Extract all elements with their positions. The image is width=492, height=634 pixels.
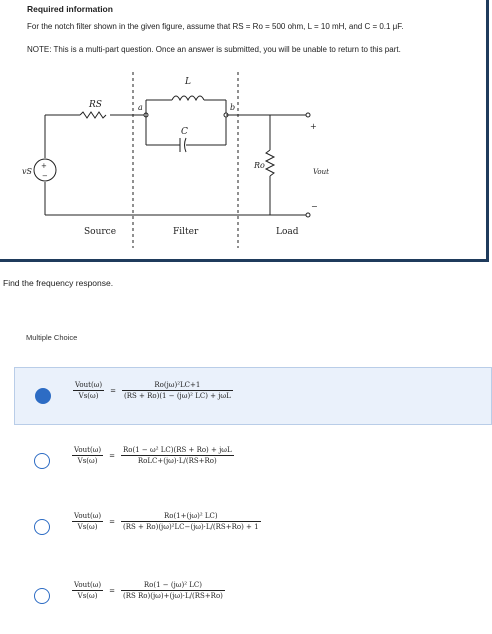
choice-2-equation: Vout(ω)Vs(ω)=Ro(1 − ω² LC)(RS + Ro) + jω… (72, 446, 234, 465)
radio-button-selected[interactable] (35, 388, 51, 404)
terminal-plus (305, 112, 311, 118)
choice-3[interactable]: Vout(ω)Vs(ω)=Ro(1+(jω)² LC)(RS + Ro)(jω)… (0, 508, 492, 566)
node-b-label: b (230, 103, 235, 112)
c-label: C (181, 127, 188, 137)
source-plus-sign: + (41, 162, 47, 170)
required-info-title: Required information (27, 4, 113, 14)
output-plus-sign: + (310, 122, 317, 131)
choice-1[interactable]: Vout(ω)Vs(ω)=Ro(jω)²LC+1(RS + Ro)(1 − (j… (14, 367, 492, 425)
rs-resistor (79, 111, 107, 119)
note-text: NOTE: This is a multi-part question. Onc… (27, 45, 401, 54)
question-text: Find the frequency response. (3, 278, 114, 288)
filter-label: Filter (173, 227, 199, 237)
rs-label: RS (88, 100, 102, 110)
vs-label: vS (22, 167, 33, 176)
output-minus-sign: − (311, 202, 318, 211)
choice-1-equation: Vout(ω)Vs(ω)=Ro(jω)²LC+1(RS + Ro)(1 − (j… (73, 381, 233, 400)
choice-2[interactable]: Vout(ω)Vs(ω)=Ro(1 − ω² LC)(RS + Ro) + jω… (0, 440, 492, 498)
radio-button[interactable] (34, 588, 50, 604)
source-minus-sign: − (42, 172, 48, 180)
load-label: Load (276, 227, 299, 237)
source-label: Source (84, 227, 116, 237)
notch-filter-circuit: RS a L C b Ro vS + − + − Vout Source Fil… (22, 72, 329, 248)
voltage-source (33, 158, 57, 182)
l-label: L (184, 77, 191, 87)
radio-button[interactable] (34, 453, 50, 469)
info-panel: Required information For the notch filte… (0, 0, 489, 262)
ro-label: Ro (253, 161, 265, 170)
capacitor-plate-2 (184, 137, 187, 153)
node-a-label: a (138, 103, 143, 112)
ro-resistor (264, 149, 276, 177)
choice-4-equation: Vout(ω)Vs(ω)=Ro(1 − (jω)² LC)(RS Ro)(jω)… (72, 581, 225, 600)
inductor-l (171, 95, 205, 102)
radio-button[interactable] (34, 519, 50, 535)
multiple-choice-label: Multiple Choice (26, 333, 78, 342)
vout-label: Vout (313, 168, 329, 176)
terminal-minus (305, 212, 311, 218)
choice-3-equation: Vout(ω)Vs(ω)=Ro(1+(jω)² LC)(RS + Ro)(jω)… (72, 512, 261, 531)
choice-4[interactable]: Vout(ω)Vs(ω)=Ro(1 − (jω)² LC)(RS Ro)(jω)… (0, 576, 492, 634)
problem-statement: For the notch filter shown in the given … (27, 22, 404, 31)
